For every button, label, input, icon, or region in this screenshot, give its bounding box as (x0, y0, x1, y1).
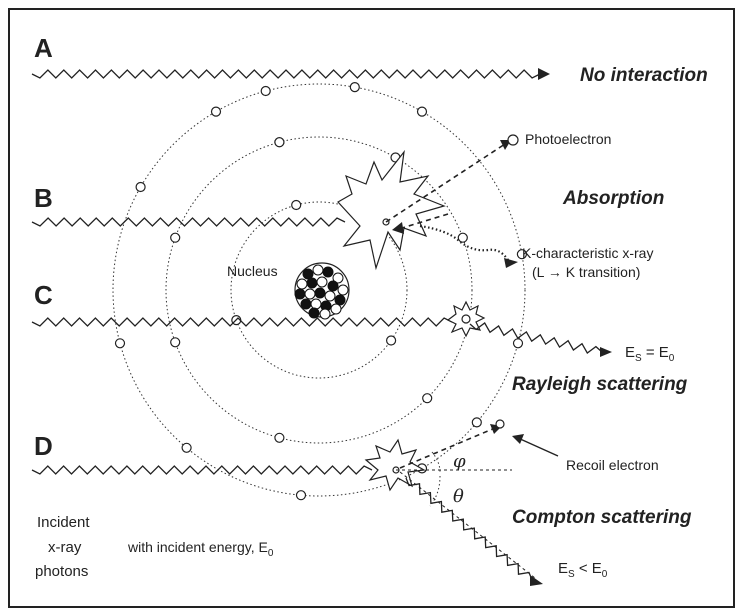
photon-wave-c (31, 317, 453, 327)
proton (314, 287, 326, 299)
m-shell (112, 83, 526, 497)
neutron (316, 276, 328, 288)
figure-frame (8, 8, 735, 608)
photoelectron (507, 134, 519, 146)
recoil-electron-label: Recoil electron (566, 457, 659, 473)
proton (308, 307, 320, 319)
row-a: A No interaction (31, 33, 708, 86)
k-xray-path (419, 224, 509, 261)
orbital-electron (386, 335, 397, 346)
orbital-electron (274, 432, 285, 443)
incident-energy-label: with incident energy, E0 (127, 539, 274, 559)
proton (327, 280, 339, 292)
arrowhead-c (600, 347, 612, 357)
photon-wave-d (31, 465, 373, 475)
label-a: A (34, 33, 53, 63)
absorption-label: Absorption (562, 188, 664, 209)
recoil-pointer-head (512, 434, 524, 444)
compton-energy-label: ES < E0 (558, 560, 608, 580)
absorption-burst (337, 149, 446, 271)
photoelectron-path (385, 143, 506, 223)
neutron (319, 308, 331, 320)
rayleigh-energy-label: ES = E0 (625, 344, 675, 364)
orbital-electron (260, 85, 271, 97)
scattered-wave-d (405, 477, 533, 581)
proton (306, 277, 318, 289)
arrowhead-d (530, 575, 543, 586)
orbital-electron (457, 232, 468, 243)
neutron (312, 264, 324, 276)
arrowhead-a (538, 68, 550, 80)
photoelectron-label: Photoelectron (525, 131, 611, 147)
k-xray-arrowhead (504, 258, 518, 268)
orbital-electron (349, 81, 360, 93)
incident-line-1: Incident (37, 514, 90, 531)
orbital-electron (471, 417, 482, 428)
transition-arrowhead (392, 222, 404, 234)
l-shell (165, 136, 473, 444)
orbital-electron (295, 490, 307, 501)
orbital-electron (291, 199, 302, 211)
orbital-electron (422, 393, 433, 404)
orbital-electron (516, 249, 528, 260)
orbital-electron (114, 338, 126, 349)
row-d: D φ θ Recoil electron Compton scattering… (31, 419, 692, 586)
orbital-electron (135, 181, 146, 193)
neutron (324, 290, 336, 302)
phi-arc (431, 451, 441, 473)
neutron (330, 303, 342, 315)
proton (300, 298, 312, 310)
nucleus (294, 262, 350, 320)
scattered-wave-c (469, 322, 603, 354)
orbital-electron (416, 106, 428, 117)
neutron (310, 298, 322, 310)
recoil-pointer (517, 437, 559, 457)
theta-symbol: θ (453, 486, 464, 507)
neutron (332, 272, 344, 284)
orbital-electron (170, 337, 181, 348)
incident-line-2: x-ray (48, 539, 82, 556)
scattered-direction-line (399, 471, 536, 579)
row-c: C ES = E0 Rayleigh scattering (31, 280, 688, 395)
theta-arc (429, 475, 441, 507)
proton (294, 288, 306, 300)
k-xray-label: K-characteristic x-ray (522, 245, 653, 261)
rayleigh-label: Rayleigh scattering (512, 374, 688, 395)
orbital-electron (274, 137, 285, 148)
neutron (337, 284, 349, 296)
orbital-electron (181, 442, 192, 453)
photon-wave-b (31, 217, 346, 227)
label-c: C (34, 280, 53, 310)
incident-line-3: photons (35, 563, 88, 580)
l-to-k-transition-path (401, 213, 449, 229)
row-b: B Photoelectron Absorption K-characteris… (31, 131, 664, 280)
photon-wave-a (31, 69, 541, 79)
neutron (304, 288, 316, 300)
neutron (296, 278, 308, 290)
proton (322, 266, 334, 278)
rayleigh-electron (461, 314, 471, 324)
orbital-electron (210, 106, 222, 117)
compton-label: Compton scattering (512, 507, 692, 528)
orbital-electron (170, 232, 181, 243)
compton-burst (364, 438, 426, 492)
proton (302, 268, 314, 280)
nucleus-label: Nucleus (227, 263, 278, 279)
k-shell (230, 201, 408, 379)
incident-caption: Incident x-ray photons with incident ene… (35, 514, 274, 580)
no-interaction-label: No interaction (580, 65, 708, 86)
orbital-electron (512, 338, 524, 349)
atom-shells (112, 83, 526, 497)
label-d: D (34, 431, 53, 461)
proton (334, 294, 346, 306)
transition-label: (L → K transition) (532, 264, 640, 280)
recoil-electron (495, 419, 505, 429)
recoil-electron-path (399, 427, 496, 469)
phi-symbol: φ (453, 451, 466, 472)
label-b: B (34, 183, 53, 213)
